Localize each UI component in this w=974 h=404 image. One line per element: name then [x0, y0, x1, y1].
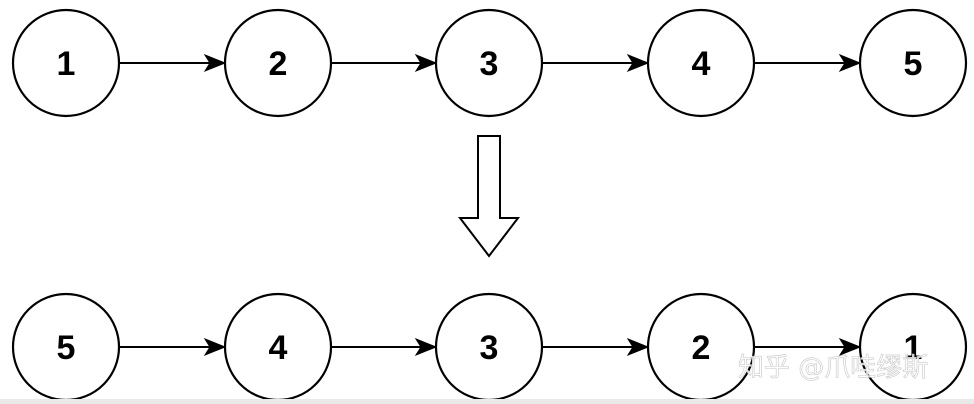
- list-node: 1: [11, 8, 121, 118]
- list-node: 4: [223, 292, 333, 402]
- node-label: 4: [692, 45, 711, 83]
- edge-arrowhead-1: [203, 53, 227, 73]
- edge-arrowhead-3: [626, 337, 650, 357]
- list-node: 4: [646, 8, 756, 118]
- node-label: 4: [269, 329, 288, 367]
- node-label: 1: [57, 45, 76, 83]
- transform-down-arrow: [457, 135, 521, 258]
- watermark-text: 知乎 @爪哇缪斯: [738, 353, 928, 383]
- list-node: 3: [434, 292, 544, 402]
- edge-arrowhead-2: [414, 53, 438, 73]
- node-label: 3: [480, 329, 499, 367]
- edge-arrowhead-1: [203, 337, 227, 357]
- node-label: 5: [57, 329, 76, 367]
- node-label: 1: [904, 329, 923, 367]
- node-label: 2: [692, 329, 711, 367]
- node-label: 3: [480, 45, 499, 83]
- node-circle: [858, 8, 968, 118]
- list-node: 2: [646, 292, 756, 402]
- list-node: 3: [434, 8, 544, 118]
- edge-arrowhead-3: [626, 53, 650, 73]
- list-node: 1: [858, 292, 968, 402]
- edge-arrowhead-2: [414, 337, 438, 357]
- node-circle: [11, 8, 121, 118]
- node-label: 2: [269, 45, 288, 83]
- reversed-linked-list: 5 4 3 2 1: [11, 292, 968, 402]
- node-circle: [434, 8, 544, 118]
- node-label: 5: [904, 45, 923, 83]
- list-node: 5: [11, 292, 121, 402]
- original-linked-list: 1 2 3 4 5: [11, 8, 968, 118]
- list-node: 2: [223, 8, 333, 118]
- list-node: 5: [858, 8, 968, 118]
- node-circle: [223, 8, 333, 118]
- bottom-divider: [0, 399, 974, 404]
- edge-arrowhead-4: [838, 53, 862, 73]
- node-circle: [646, 8, 756, 118]
- edge-arrowhead-4: [838, 337, 862, 357]
